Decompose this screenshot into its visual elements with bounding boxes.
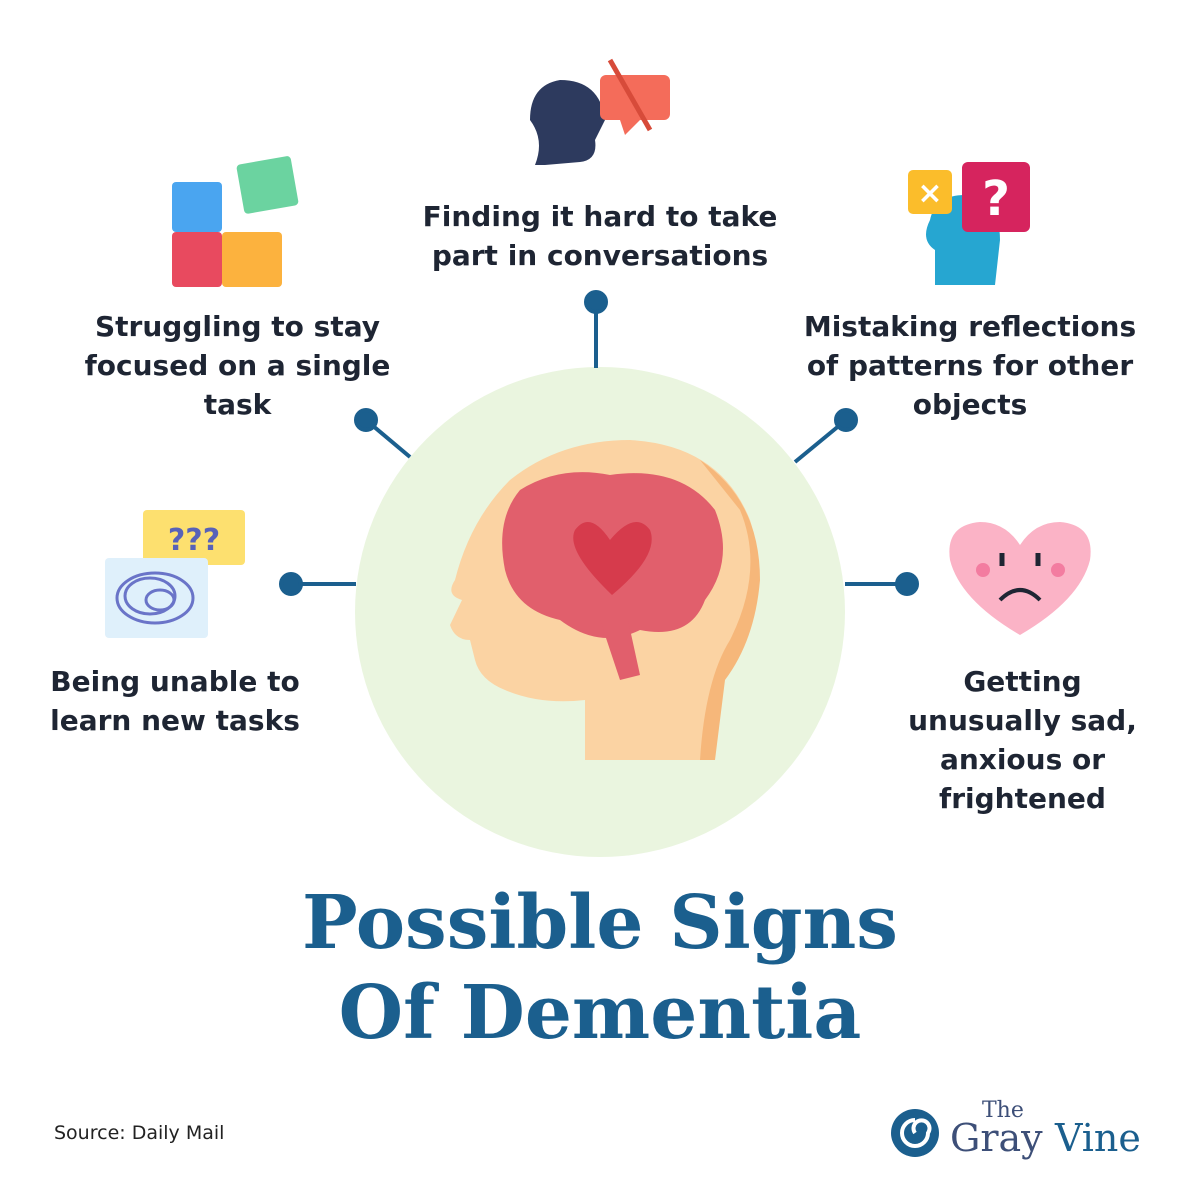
sign-text: part in conversations xyxy=(431,239,769,272)
sign-text: Getting xyxy=(963,665,1082,698)
sign-text: Mistaking reflections xyxy=(803,310,1137,343)
sign-text: Struggling to stay xyxy=(94,310,380,343)
source-text: Source: Daily Mail xyxy=(54,1122,225,1144)
title-line-2: Of Dementia xyxy=(338,970,862,1056)
sign-text: of patterns for other xyxy=(806,349,1134,382)
svg-text:???: ??? xyxy=(168,523,220,558)
confused-head-icon: × ? xyxy=(908,162,1030,285)
title-line-1: Possible Signs xyxy=(302,880,898,966)
logo-vine: Vine xyxy=(1055,1116,1141,1160)
sign-text: Being unable to xyxy=(50,665,300,698)
confused-speech-icon: ??? xyxy=(105,510,245,638)
sign-text: focused on a single xyxy=(84,349,391,382)
logo-the: The xyxy=(982,1098,1024,1123)
svg-text:?: ? xyxy=(982,171,1010,227)
brain-head-icon xyxy=(450,440,760,760)
graywine-logo: The Gray Vine xyxy=(890,1098,1160,1168)
svg-text:×: × xyxy=(917,176,942,211)
logo-gray: Gray xyxy=(950,1116,1043,1160)
sign-emotions: Getting unusually sad, anxious or fright… xyxy=(900,662,1145,818)
sign-text: frightened xyxy=(939,782,1106,815)
sign-text: task xyxy=(203,388,272,421)
connectors xyxy=(279,290,919,596)
sign-conversations: Finding it hard to take part in conversa… xyxy=(400,197,800,275)
sign-learning: Being unable to learn new tasks xyxy=(40,662,310,740)
sign-focus: Struggling to stay focused on a single t… xyxy=(80,307,395,424)
sign-text: anxious or xyxy=(939,743,1106,776)
sign-text: learn new tasks xyxy=(50,704,300,737)
sad-heart-icon xyxy=(949,522,1091,635)
speech-off-icon xyxy=(530,58,670,165)
spiral-logo-icon xyxy=(891,1109,939,1157)
sign-text: objects xyxy=(912,388,1028,421)
sign-text: Finding it hard to take xyxy=(422,200,778,233)
sign-text: unusually sad, xyxy=(908,704,1137,737)
puzzle-icon xyxy=(172,156,299,287)
sign-reflections: Mistaking reflections of patterns for ot… xyxy=(800,307,1140,424)
